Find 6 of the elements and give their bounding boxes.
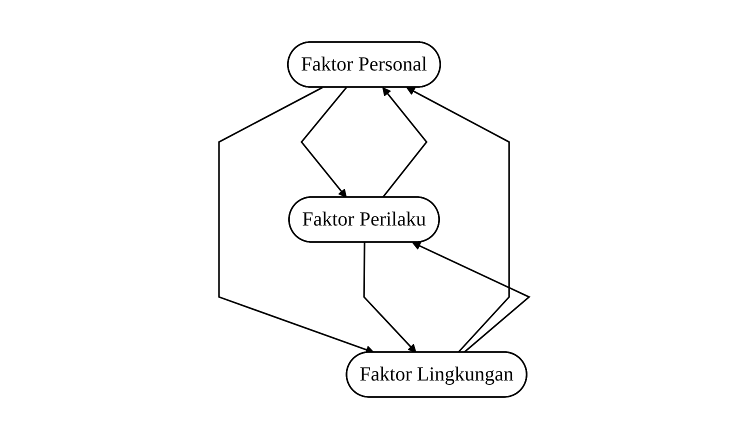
arrow [218,86,375,354]
arrow [412,242,532,354]
arrow [364,242,417,353]
arrow [300,87,348,198]
arrow [382,87,428,198]
arrow [406,87,510,354]
